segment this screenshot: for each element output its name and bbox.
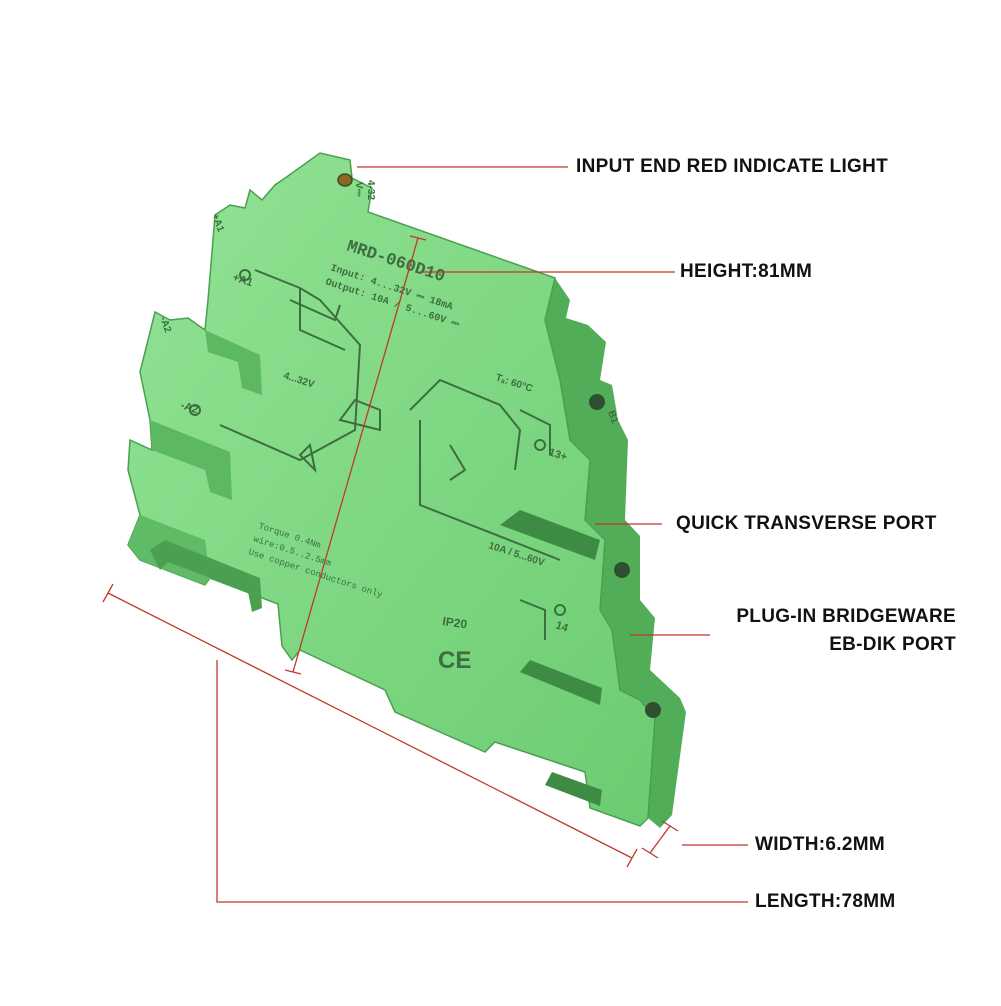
- top-voltage-unit: V⎓: [353, 182, 364, 197]
- terminal-a2-side: -A2: [157, 315, 173, 334]
- red-indicator-light: [337, 173, 353, 187]
- height-dimension-tick-top: [409, 235, 427, 241]
- relay-module: [127, 152, 686, 828]
- transverse-slot-2: [520, 660, 602, 705]
- relay-front-face: [127, 152, 656, 827]
- callout-bridgeware-line1: PLUG-IN BRIDGEWARE: [736, 606, 956, 627]
- width-dimension-tick-1: [641, 847, 659, 859]
- callout-height: HEIGHT:81MM: [680, 261, 813, 282]
- callout-indicator-light: INPUT END RED INDICATE LIGHT: [576, 156, 889, 177]
- height-dimension-tick-bottom: [284, 669, 302, 675]
- callout-width: WIDTH:6.2MM: [755, 834, 885, 855]
- transverse-slot-3: [545, 772, 602, 806]
- length-dimension-tick-right: [626, 848, 638, 868]
- height-dimension-line: [292, 237, 419, 673]
- callout-transverse-port: QUICK TRANSVERSE PORT: [676, 513, 937, 534]
- width-dimension-line: [649, 825, 671, 854]
- callout-length: LENGTH:78MM: [755, 891, 896, 912]
- printed-schematic: [189, 269, 566, 640]
- relay-lower-notch: [150, 420, 232, 500]
- relay-side-face: [545, 278, 686, 828]
- leader-length: [216, 660, 748, 903]
- top-voltage: 4-32: [365, 180, 376, 200]
- terminal-a2: -A2: [179, 399, 200, 416]
- terminal-13: 13+: [547, 446, 568, 463]
- transverse-slot-1: [500, 510, 600, 560]
- din-rail-clip: [150, 540, 262, 612]
- screw-terminal-14: [614, 562, 630, 578]
- callout-bridgeware-line2: EB-DIK PORT: [829, 634, 956, 655]
- terminal-b1: B1: [605, 409, 620, 425]
- width-dimension-tick-2: [661, 820, 679, 832]
- relay-upper-notch: [205, 330, 262, 395]
- ip-rating: IP20: [442, 614, 469, 631]
- length-dimension-tick-left: [102, 583, 114, 603]
- screw-terminal-bottom: [645, 702, 661, 718]
- length-dimension-line: [107, 592, 633, 859]
- terminal-14: 14: [554, 619, 570, 634]
- screw-terminal-b1: [589, 394, 605, 410]
- annotation-lines: [102, 166, 748, 903]
- ce-mark: CE: [438, 647, 471, 674]
